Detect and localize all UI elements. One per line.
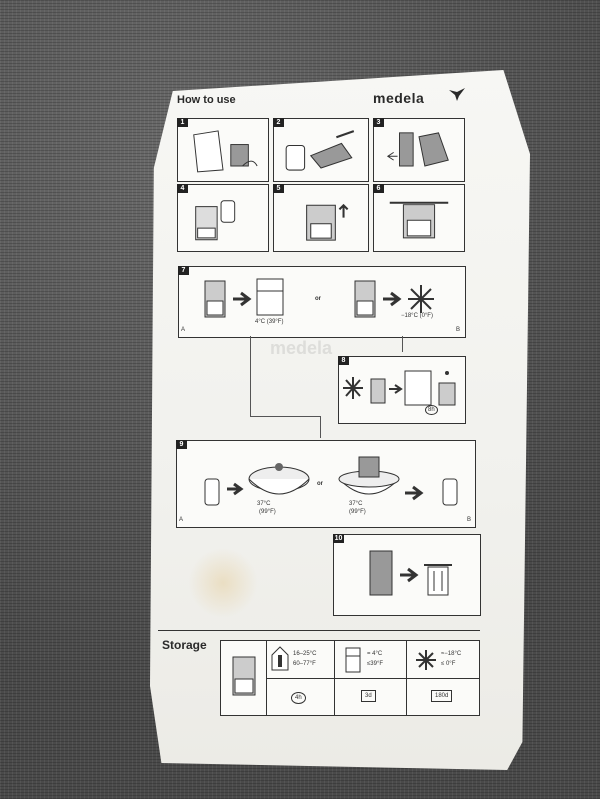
step-2-panel: 2 (273, 118, 369, 182)
flow-line (250, 416, 320, 417)
bag-tear-open-icon (386, 132, 449, 167)
step-8-panel: 8 8h (338, 356, 466, 424)
step-number: 1 (177, 118, 188, 127)
step-9-panel: 9 37°C (99°F) or 37°C (99°F) A B (176, 440, 476, 528)
brand-logo-icon (449, 88, 465, 101)
thaw-bag-icon (343, 370, 456, 406)
bag-fill-icon (195, 200, 236, 241)
label-a: A (179, 517, 184, 523)
fridge-temp: 4°C (39°F) (255, 319, 284, 325)
storage-freezer-duration-cell: 180d (406, 678, 480, 716)
step-4-panel: 4 (177, 184, 269, 252)
warm-temp-b: 37°C (349, 501, 363, 507)
brand-logo-text: medela (373, 90, 425, 106)
store-bag-icon (204, 278, 284, 318)
freezer-icon (354, 280, 434, 318)
storage-bag-cell (220, 640, 268, 716)
fridge-temp-c: = 4°C (367, 651, 383, 657)
fridge-temp-f: ≤39°F (367, 661, 384, 667)
step-5-panel: 5 (273, 184, 369, 252)
step-7-panel: 7 4°C (39°F) or −18°C (0°F) A B (178, 266, 466, 338)
step-number: 10 (333, 534, 344, 543)
freezer-temp-f: ≤ 0°F (441, 661, 456, 667)
thaw-duration: 8h (425, 405, 438, 415)
freezer-duration: 180d (431, 690, 453, 702)
step-number: 5 (273, 184, 284, 193)
milk-stain (188, 548, 258, 618)
or-label: or (315, 296, 321, 302)
room-temp-c: 16–25°C (293, 651, 317, 657)
bag-unpack-icon (193, 130, 258, 173)
label-a: A (181, 327, 186, 333)
label-b: B (456, 327, 461, 333)
page-title: How to use (177, 94, 236, 106)
step-number: 2 (273, 118, 284, 127)
step-number: 3 (373, 118, 384, 127)
room-temp-f: 60–77°F (293, 661, 316, 667)
step-6-panel: 6 (373, 184, 465, 252)
step-number: 7 (178, 266, 189, 275)
bag-icon (232, 656, 256, 696)
flow-line (402, 336, 403, 352)
warm-milk-icon (204, 463, 310, 506)
flow-arrow (320, 416, 321, 438)
warm-temp-a-f: (99°F) (259, 509, 276, 515)
fridge-icon (345, 647, 361, 673)
flow-line (250, 336, 251, 416)
step-number: 8 (338, 356, 349, 365)
room-duration: 4h (291, 692, 306, 704)
storage-title: Storage (162, 638, 207, 652)
or-label: or (317, 481, 323, 487)
printed-watermark: medela (270, 338, 333, 358)
bag-remove-air-icon (306, 203, 349, 241)
freezer-temp-c: ≈−18°C (441, 651, 462, 657)
bag-seal-icon (389, 201, 449, 239)
storage-fridge-cell: = 4°C ≤39°F (334, 640, 408, 680)
storage-room-duration-cell: 4h (266, 678, 336, 716)
freezer-temp: −18°C (0°F) (401, 313, 433, 319)
storage-fridge-duration-cell: 3d (334, 678, 408, 716)
bag-write-label-icon (285, 130, 355, 171)
label-b: B (467, 517, 472, 523)
step-number: 9 (176, 440, 187, 449)
step-1-panel: 1 (177, 118, 269, 182)
fridge-duration: 3d (361, 690, 376, 702)
house-thermometer-icon (271, 646, 289, 671)
storage-room-cell: 16–25°C 60–77°F (266, 640, 336, 680)
step-3-panel: 3 (373, 118, 465, 182)
warm-temp-a: 37°C (257, 501, 271, 507)
warm-temp-b-f: (99°F) (349, 509, 366, 515)
step-number: 6 (373, 184, 384, 193)
step-number: 4 (177, 184, 188, 193)
divider (158, 630, 480, 631)
snowflake-icon (416, 650, 436, 670)
storage-freezer-cell: ≈−18°C ≤ 0°F (406, 640, 480, 680)
warm-water-bath-icon (338, 456, 458, 506)
dispose-bag-icon (369, 550, 452, 596)
step-10-panel: 10 (333, 534, 481, 616)
